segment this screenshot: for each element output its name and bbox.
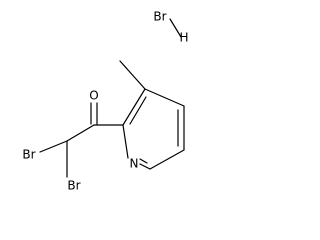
ring-bond-c6-n-inner <box>139 158 148 164</box>
pyridine-ring <box>122 88 185 170</box>
atom-br-left: Br <box>22 148 35 162</box>
atom-n-pyridine: N <box>130 157 139 171</box>
atom-o-carbonyl: O <box>89 89 98 103</box>
carbonyl-to-chbr2-bond <box>66 124 95 142</box>
ring-bond-c2-c3 <box>122 88 146 126</box>
atom-h-hbr: H <box>179 31 188 45</box>
ring-bond-c5-c6 <box>149 149 185 170</box>
ring-bond-c6-n <box>139 163 151 170</box>
dibromoacetyl-group <box>39 102 124 178</box>
methyl-bond <box>119 60 146 90</box>
atom-br-right: Br <box>67 179 80 193</box>
c-br-left-bond <box>39 140 68 153</box>
chemical-structure: Br H O N Br Br <box>22 10 188 193</box>
hydrogen-bromide: Br H <box>153 10 188 45</box>
ring-bond-c2-c3-inner <box>129 96 147 125</box>
ring-bond-c3-c4 <box>144 88 185 107</box>
atom-br-hbr: Br <box>153 10 166 24</box>
h-br-bond <box>169 18 182 38</box>
ring-bond-n-c2 <box>122 124 129 159</box>
